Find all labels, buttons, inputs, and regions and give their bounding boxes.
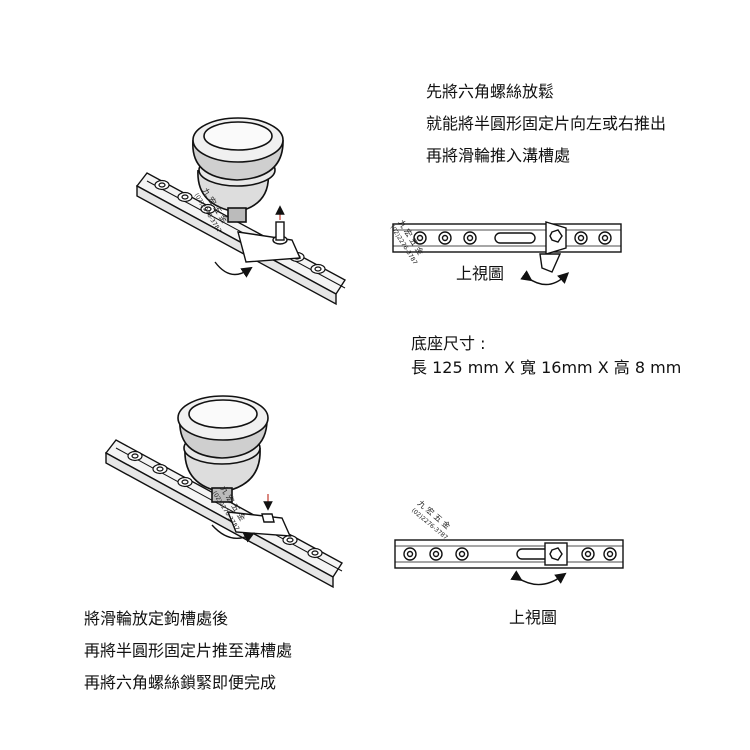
rail-topview-2 (394, 539, 624, 569)
step-top-2: 就能將半圓形固定片向左或右推出 (426, 114, 667, 133)
top-view-label-2: 上視圖 (509, 608, 558, 627)
step-bottom-3: 再將六角螺絲鎖緊即便完成 (84, 673, 277, 692)
clip-bottom (226, 494, 292, 537)
step-bottom-1: 將滑輪放定鉤槽處後 (84, 609, 229, 628)
clip-top (237, 205, 302, 263)
wheel-bottom (177, 395, 269, 503)
rail-topview-1 (392, 221, 622, 273)
rotate-arrow-iso-bottom (211, 524, 256, 543)
step-top-1: 先將六角螺絲放鬆 (426, 82, 555, 101)
rotate-arrow-topview-1 (520, 270, 570, 286)
stamp-4: 九 宏 五 金 (02)2276-3787 (410, 498, 453, 542)
dimension-value: 長 125 mm X 寬 16mm X 高 8 mm (411, 358, 682, 377)
wheel-top (192, 117, 284, 223)
rail-iso-bottom (104, 439, 343, 589)
dimension-title: 底座尺寸 : (411, 334, 486, 353)
step-top-3: 再將滑輪推入溝槽處 (426, 146, 571, 165)
rotate-arrow-iso-top (214, 261, 253, 278)
top-view-label-1: 上視圖 (456, 264, 505, 283)
step-bottom-2: 再將半圓形固定片推至溝槽處 (84, 641, 293, 660)
rotate-arrow-topview-2 (510, 570, 567, 586)
